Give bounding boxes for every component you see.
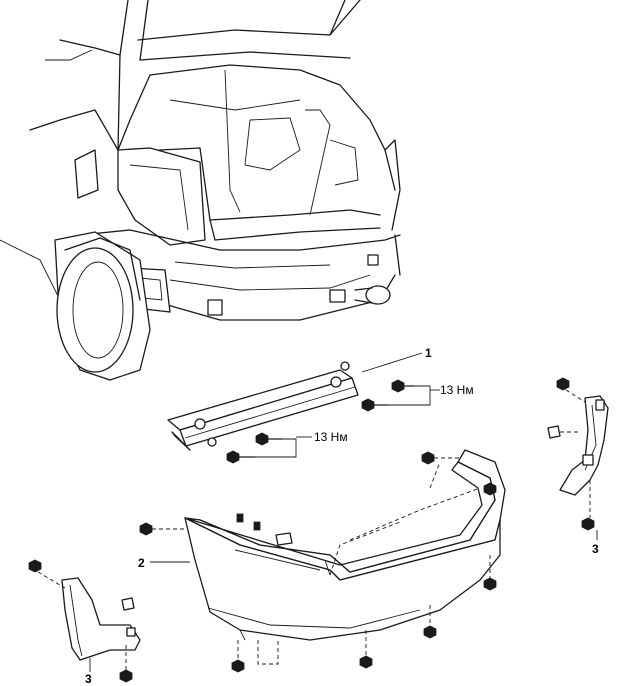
- callout-part-2: 2: [138, 556, 190, 570]
- callout-label-3-right: 3: [592, 542, 599, 556]
- callout-label-2: 2: [138, 556, 145, 570]
- torque-label-lower: 13 Нм: [314, 430, 348, 444]
- callout-part-3-left: 3: [85, 658, 92, 686]
- torque-callout-lower: 13 Нм: [255, 430, 348, 458]
- callout-part-1: 1: [361, 346, 432, 373]
- mudguard-left: [28, 559, 141, 683]
- callout-part-3-right: 3: [592, 530, 599, 556]
- callout-label-1: 1: [425, 346, 432, 360]
- rear-bumper-cover: [139, 449, 506, 673]
- torque-callout-upper: 13 Нм: [388, 383, 474, 406]
- torque-label-upper: 13 Нм: [440, 383, 474, 397]
- callout-label-3-left: 3: [85, 672, 92, 686]
- bumper-reinforcement-beam: [167, 361, 415, 464]
- mudguard-right: [547, 377, 609, 531]
- car-rear-illustration: [0, 0, 401, 381]
